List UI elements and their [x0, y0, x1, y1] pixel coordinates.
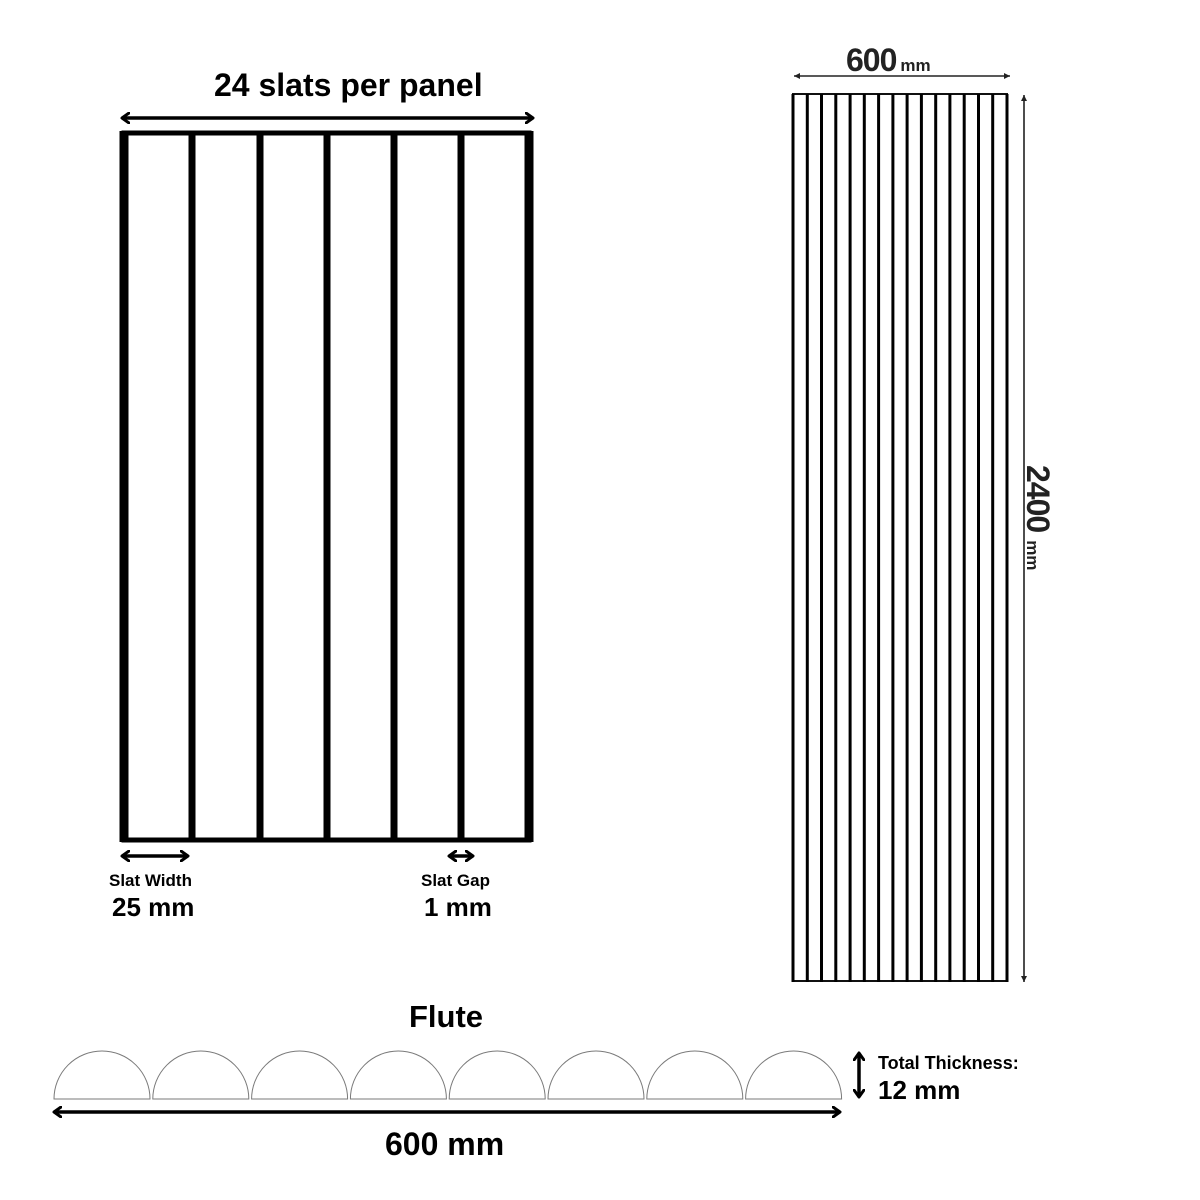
thickness-value: 12 mm — [878, 1075, 961, 1105]
flute-width-value: 600 mm — [385, 1126, 505, 1162]
panel-height-dimension: 2400 mm — [1019, 465, 1056, 570]
panel-width-value: 600 — [846, 42, 897, 78]
slat-panel-front-view — [119, 130, 534, 843]
thickness-label: Total Thickness: — [878, 1053, 1019, 1073]
slat-gap-value: 1 mm — [424, 892, 492, 922]
slat-gap-label: Slat Gap — [421, 871, 490, 890]
slat-width-label: Slat Width — [109, 871, 192, 890]
flute-title: Flute — [409, 999, 484, 1034]
slats-per-panel-title: 24 slats per panel — [214, 67, 483, 103]
panel-width-unit: mm — [900, 56, 931, 75]
slat-width-value: 25 mm — [112, 892, 195, 922]
slat-panel-full-view — [791, 93, 1009, 982]
flute-profile — [53, 1050, 843, 1100]
panel-height-unit: mm — [1023, 540, 1042, 571]
panel-height-value: 2400 — [1020, 465, 1056, 533]
